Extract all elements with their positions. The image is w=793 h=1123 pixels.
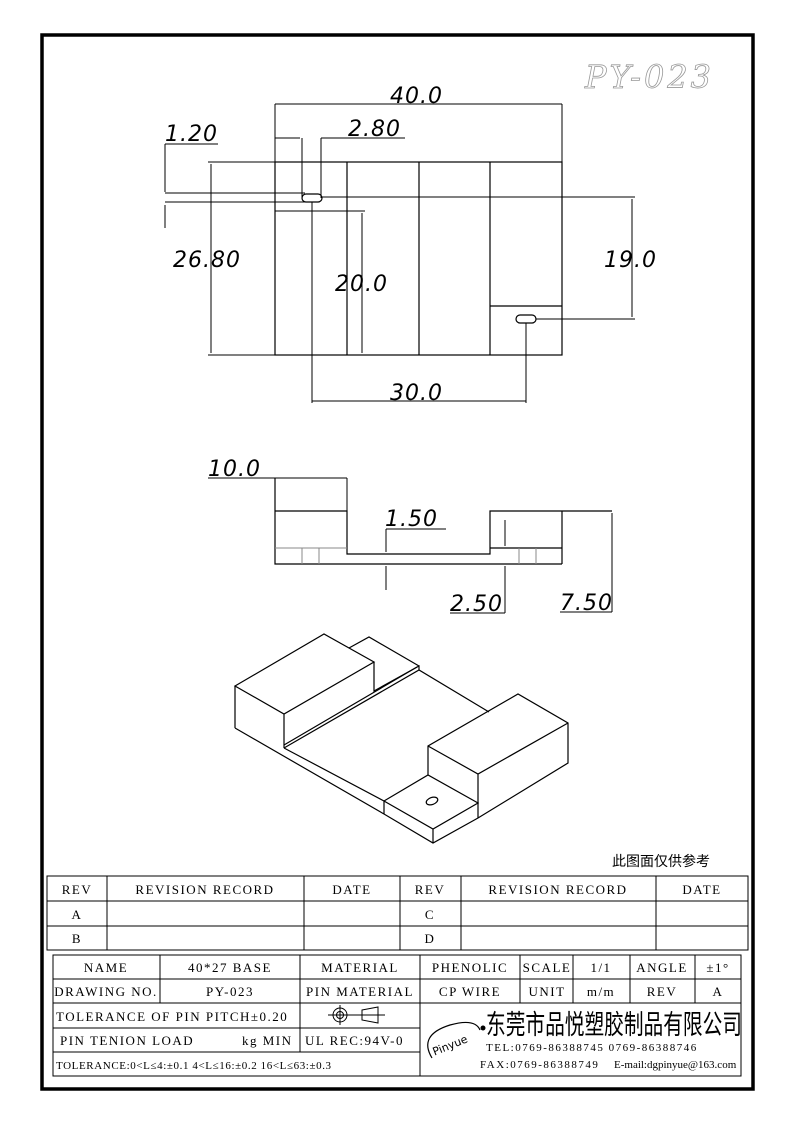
dim-pad-height: 2.50 [450, 592, 503, 617]
label: 1/1 [590, 960, 611, 975]
rev-b: B [72, 931, 82, 946]
label: REV [62, 882, 93, 897]
drawing-line [234, 693, 569, 844]
side-view: 10.0 1.50 2.50 7.50 [208, 457, 613, 617]
company-logo: Pinyue [427, 1021, 486, 1059]
rev-a: A [72, 907, 83, 922]
label: UNIT [528, 984, 565, 999]
label: TOLERANCE:0<L≤4:±0.1 4<L≤16:±0.2 16<L≤63… [56, 1060, 332, 1072]
label: CP WIRE [439, 984, 501, 999]
drawing-line [52, 954, 742, 1077]
reference-note: 此图面仅供参考 [612, 853, 710, 870]
projection-symbol-icon [328, 1005, 385, 1025]
dim-pin-offset: 20.0 [335, 272, 388, 297]
label: REV [415, 882, 446, 897]
dim-block-width: 10.0 [208, 457, 261, 482]
part-name: 40*27 BASE [188, 960, 272, 975]
label: m/m [587, 984, 615, 999]
dim-pin-spacing-x: 30.0 [390, 381, 443, 406]
drawing-line [283, 747, 480, 843]
drawing-id-watermark: PY-023 [584, 58, 714, 96]
label: MATERIAL [321, 960, 399, 975]
revision-table: REV REVISION RECORD DATE REV REVISION RE… [46, 875, 749, 951]
label: Pinyue [431, 1033, 470, 1059]
pin-hole [301, 193, 323, 203]
company-name: 东莞市品悦塑胶制品有限公司 [486, 1010, 742, 1041]
drawing-line [480, 1025, 486, 1031]
drawing-line [46, 875, 749, 951]
dim-total-height: 7.50 [560, 591, 613, 616]
dim-width: 26.80 [173, 248, 241, 273]
title-block: NAME 40*27 BASE MATERIAL PHENOLIC SCALE … [52, 954, 742, 1077]
label: NAME [84, 960, 128, 975]
label: ±1° [706, 960, 729, 975]
drawing-number: PY-023 [206, 984, 254, 999]
sheet-border [40, 33, 755, 1091]
label: DATE [682, 882, 721, 897]
drawing-line [233, 633, 420, 748]
label: PIN MATERIAL [306, 984, 414, 999]
label: ANGLE [636, 960, 688, 975]
drawing-line [361, 1006, 379, 1024]
label: A [713, 984, 724, 999]
rev-c: C [425, 907, 435, 922]
label: kg MIN [242, 1033, 293, 1048]
dim-pin-spacing-y: 19.0 [604, 248, 657, 273]
label: UL REC:94V-0 [305, 1033, 404, 1048]
label: TEL:0769-86388745 0769-86388746 [486, 1042, 698, 1054]
label: DRAWING NO. [54, 984, 158, 999]
label: REV [647, 984, 678, 999]
drawing-line [274, 478, 612, 565]
label: FAX:0769-86388749 [480, 1059, 599, 1071]
dim-base-thickness: 1.50 [385, 507, 438, 532]
pin-hole [515, 314, 537, 324]
label: TOLERANCE OF PIN PITCH±0.20 [56, 1009, 288, 1024]
drawing-line [425, 796, 439, 806]
dim-length: 40.0 [390, 84, 443, 109]
top-view: 40.0 2.80 1.20 26.80 20.0 19.0 30.0 [164, 84, 657, 406]
label: PIN TENION LOAD [60, 1033, 194, 1048]
rev-d: D [425, 931, 436, 946]
dim-pin-width: 2.80 [348, 117, 401, 142]
drawing-line [283, 666, 490, 749]
label: REVISION RECORD [135, 882, 274, 897]
isometric-view [233, 633, 569, 844]
dim-pin-height: 1.20 [165, 122, 218, 147]
label: REVISION RECORD [488, 882, 627, 897]
label: E-mail:dgpinyue@163.com [614, 1059, 737, 1071]
label: SCALE [523, 960, 572, 975]
material-value: PHENOLIC [432, 960, 508, 975]
label: DATE [332, 882, 371, 897]
drawing-line [427, 1021, 481, 1059]
